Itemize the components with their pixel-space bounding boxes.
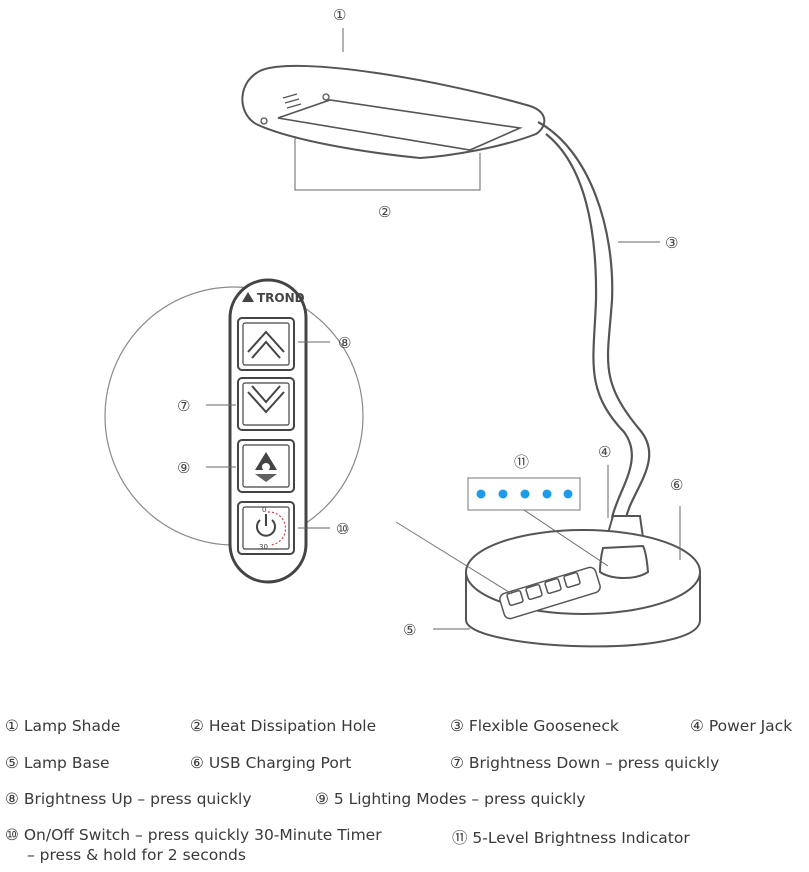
legend-gooseneck: ③ Flexible Gooseneck bbox=[450, 717, 619, 735]
legend-brightness-down: ⑦ Brightness Down – press quickly bbox=[450, 754, 720, 772]
timer-arc bbox=[267, 511, 287, 546]
legend-brightness-indicator: ⑪ 5-Level Brightness Indicator bbox=[452, 829, 690, 847]
legend-usb-port: ⑥ USB Charging Port bbox=[190, 754, 352, 772]
brand-text: TROND bbox=[257, 291, 305, 305]
chevron-up-icon bbox=[247, 330, 285, 359]
legend-heat-hole: ② Heat Dissipation Hole bbox=[190, 717, 377, 735]
callout-7: ⑦ bbox=[177, 397, 190, 415]
callout-3: ③ bbox=[665, 234, 678, 252]
indicator-dot bbox=[520, 489, 530, 499]
callout-11: ⑪ bbox=[514, 453, 529, 471]
lamp-shade bbox=[241, 64, 546, 160]
indicator-dot bbox=[563, 489, 573, 499]
indicator-dot bbox=[542, 489, 552, 499]
indicator-dot bbox=[498, 489, 508, 499]
lighting-modes-button[interactable] bbox=[237, 439, 295, 493]
chevron-down-icon bbox=[247, 385, 285, 414]
magnifier-leader bbox=[395, 521, 513, 595]
callout-6: ⑥ bbox=[670, 476, 683, 494]
timer-thirty-label: 30 bbox=[259, 543, 268, 551]
neck-collar-front bbox=[598, 544, 650, 579]
base-control-strip bbox=[499, 566, 601, 620]
lamp-diagram: TROND 0 30 bbox=[104, 6, 701, 648]
legend-lighting-modes: ⑨ 5 Lighting Modes – press quickly bbox=[315, 790, 586, 808]
brand-logo: TROND bbox=[242, 291, 305, 305]
callout-2: ② bbox=[378, 203, 391, 221]
recycle-icon bbox=[255, 452, 277, 482]
legend-lamp-base: ⑤ Lamp Base bbox=[5, 754, 110, 772]
brightness-up-button[interactable] bbox=[237, 317, 295, 371]
callout-9: ⑨ bbox=[177, 459, 190, 477]
legend-onoff-line1: ⑩ On/Off Switch – press quickly 30-Minut… bbox=[5, 826, 382, 844]
indicator-dot bbox=[476, 489, 486, 499]
brightness-dots bbox=[476, 489, 573, 499]
legend-brightness-up: ⑧ Brightness Up – press quickly bbox=[5, 790, 252, 808]
callout-10: ⑩ bbox=[336, 520, 349, 538]
legend-onoff-line2: – press & hold for 2 seconds bbox=[27, 846, 246, 864]
legend-power-jack: ④ Power Jack bbox=[690, 717, 793, 735]
legend-onoff: ⑩ On/Off Switch – press quickly 30-Minut… bbox=[5, 825, 382, 865]
callout-1: ① bbox=[333, 6, 346, 24]
gooseneck bbox=[537, 121, 651, 519]
power-icon bbox=[256, 514, 276, 537]
callout-lines bbox=[206, 28, 681, 630]
callout-4: ④ bbox=[598, 443, 611, 461]
power-button[interactable]: 0 30 bbox=[237, 501, 295, 555]
timer-zero-label: 0 bbox=[262, 506, 266, 514]
brightness-down-button[interactable] bbox=[237, 377, 295, 431]
callout-8: ⑧ bbox=[338, 334, 351, 352]
callout-5: ⑤ bbox=[403, 621, 416, 639]
legend-lamp-shade: ① Lamp Shade bbox=[5, 717, 121, 735]
